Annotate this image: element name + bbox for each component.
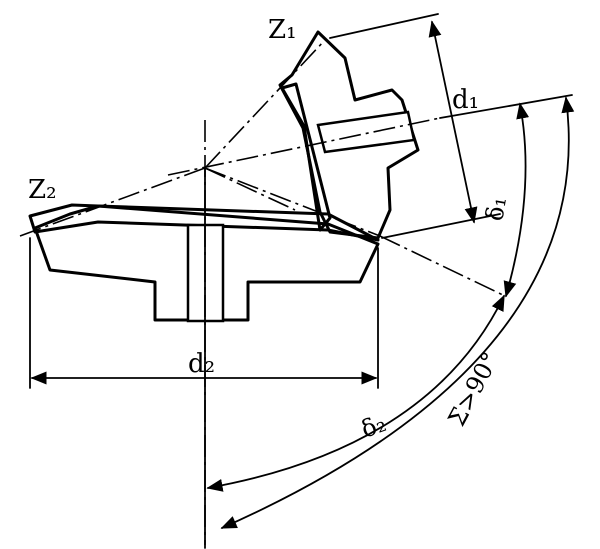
angle-arcs xyxy=(204,94,575,549)
label-d2: d₂ xyxy=(188,349,215,379)
label-delta1: δ₁ xyxy=(480,194,512,223)
label-z2: Z₂ xyxy=(28,175,57,205)
gear-z1 xyxy=(278,30,420,240)
label-sigma: Σ>90° xyxy=(443,347,505,430)
label-z1: Z₁ xyxy=(268,15,297,45)
center-lines xyxy=(19,39,506,545)
label-d1: d₁ xyxy=(452,85,479,115)
gear-z1-bore xyxy=(316,110,416,154)
